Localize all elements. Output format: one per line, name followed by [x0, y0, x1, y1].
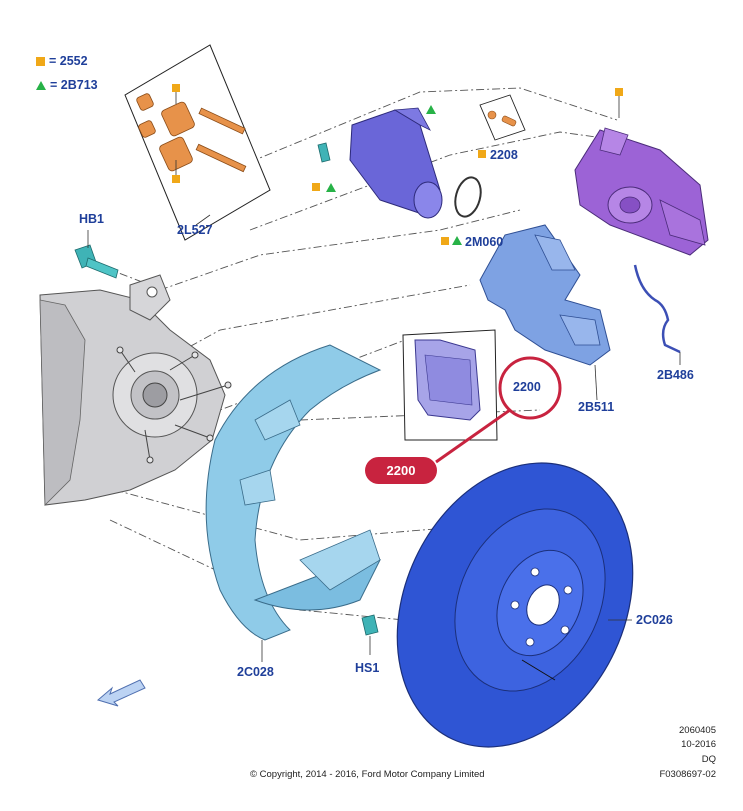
bolt-hb1	[74, 230, 119, 279]
direction-arrow-icon	[96, 679, 146, 707]
footer-code-3: F0308697-02	[659, 769, 716, 780]
triangle-icon	[36, 80, 46, 90]
label-hb1: HB1	[79, 212, 105, 226]
dust-shield	[205, 344, 382, 641]
brake-pad-kit	[402, 329, 498, 441]
callout-2200-badge: 2200	[365, 457, 437, 484]
legend-text-square: = 2552	[49, 54, 88, 68]
label-2b511: 2B511	[578, 400, 615, 414]
caliper-bracket	[479, 224, 611, 366]
label-hs1: HS1	[355, 661, 380, 675]
label-2l527: 2L527	[177, 223, 213, 237]
pad-callout	[435, 356, 562, 464]
label-2b486: 2B486	[657, 368, 694, 382]
clip-kit-2208	[478, 94, 526, 158]
label-2200: 2200	[513, 380, 541, 394]
label-2c028: 2C028	[237, 665, 274, 679]
legend-text-triangle: = 2B713	[50, 78, 98, 92]
legend-row-square: = 2552	[36, 55, 88, 68]
label-2c026: 2C026	[636, 613, 673, 627]
wheel-hub-knuckle	[39, 274, 232, 506]
copyright-text: © Copyright, 2014 - 2016, Ford Motor Com…	[250, 769, 485, 780]
brake-hose	[633, 264, 681, 365]
footer-code-1: 2060405	[679, 725, 716, 736]
guide-pin-kit	[124, 44, 271, 241]
legend-row-triangle: = 2B713	[36, 79, 98, 92]
square-icon	[36, 56, 45, 66]
footer-date: 10-2016	[681, 739, 716, 750]
label-2m060: 2M060	[465, 235, 504, 249]
parking-brake-motor	[312, 105, 482, 245]
footer-code-2: DQ	[701, 754, 716, 765]
screw-hs1	[361, 614, 379, 655]
brake-disc	[396, 462, 634, 748]
label-2208: 2208	[490, 148, 518, 162]
brake-caliper	[574, 88, 709, 256]
leader-lines	[195, 214, 632, 662]
